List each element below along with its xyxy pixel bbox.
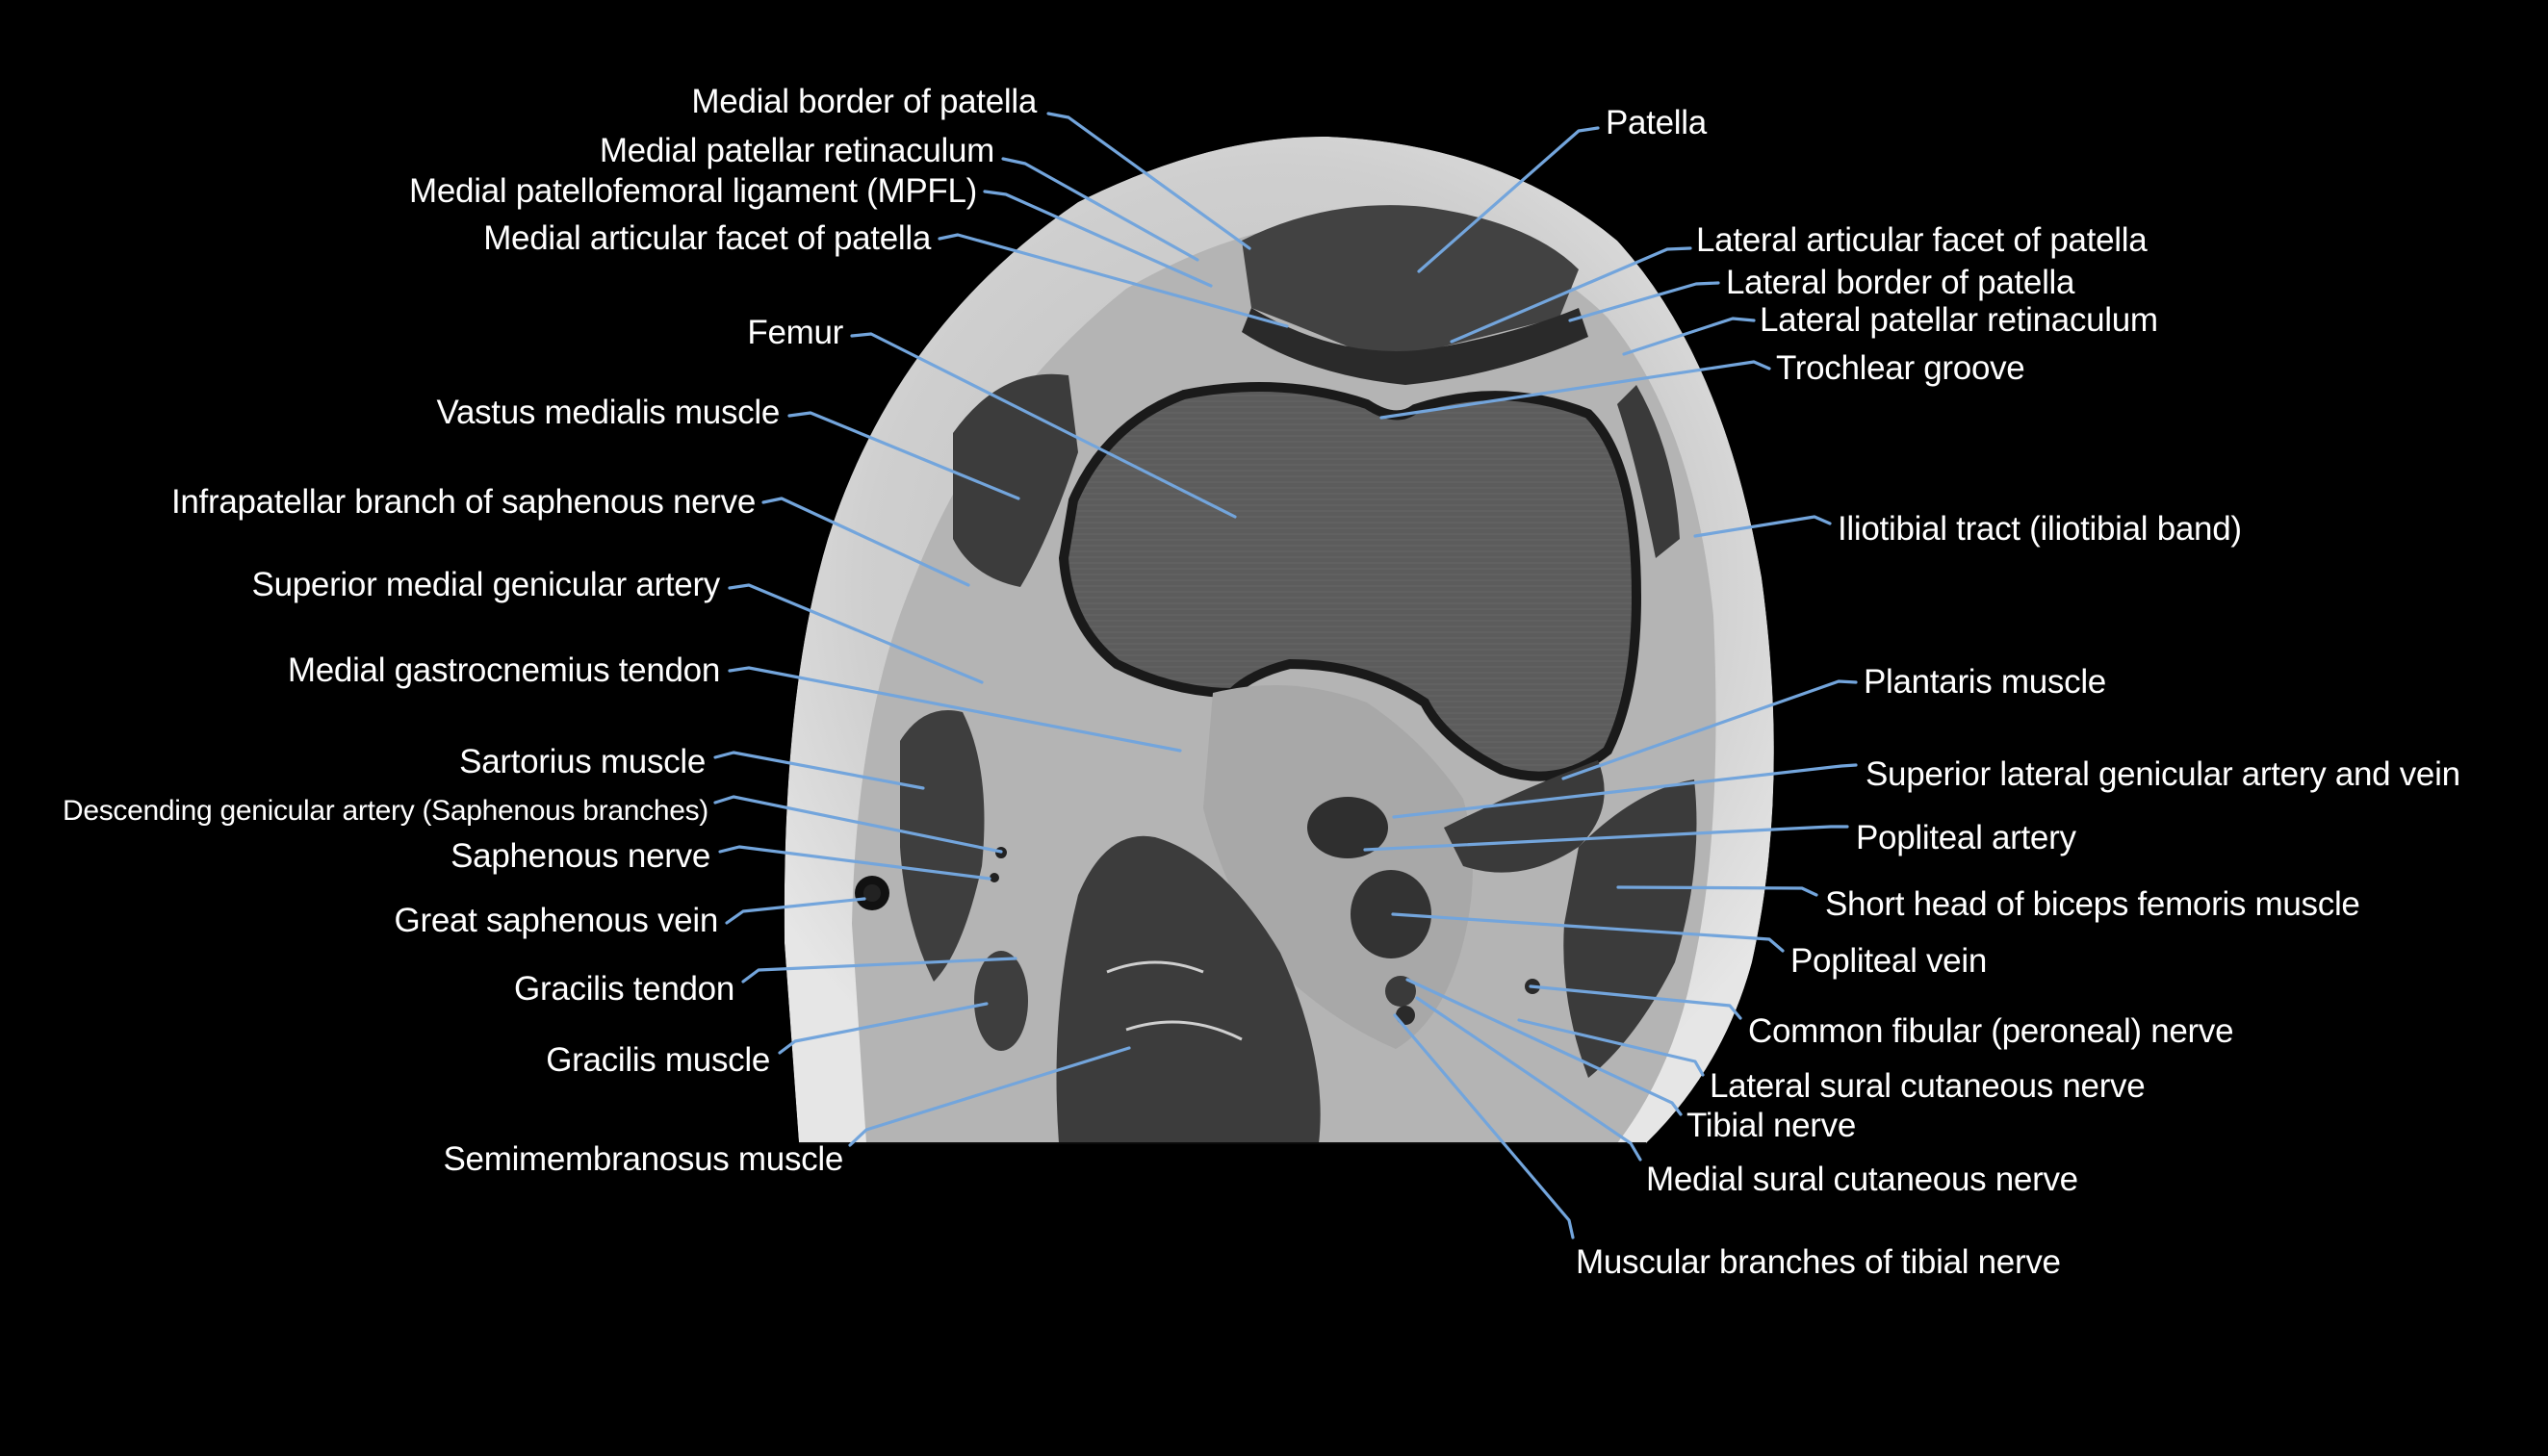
leader-line-mpfl [983,190,1213,288]
leader-line-infrapatellar-branch-of-saphenous-nerve [761,497,970,587]
label-semimembranosus-muscle: Semimembranosus muscle [443,1140,844,1178]
label-medial-sural-cutaneous-nerve: Medial sural cutaneous nerve [1646,1161,2078,1198]
label-superior-lateral-genicular-artery-and-vein: Superior lateral genicular artery and ve… [1866,755,2460,793]
leader-line-lateral-articular-facet-of-patella [1450,246,1692,344]
leader-line-lateral-sural-cutaneous-nerve [1517,1018,1705,1077]
leader-line-gracilis-tendon [741,957,1017,983]
label-lateral-patellar-retinaculum: Lateral patellar retinaculum [1760,301,2158,339]
leader-line-saphenous-nerve [718,845,991,881]
leader-line-popliteal-vein [1391,912,1785,953]
label-short-head-of-biceps-femoris-muscle: Short head of biceps femoris muscle [1825,885,2360,923]
leader-line-medial-articular-facet-of-patella [938,233,1289,328]
label-muscular-branches-of-tibial-nerve: Muscular branches of tibial nerve [1576,1243,2061,1281]
leader-line-semimembranosus-muscle [848,1046,1131,1147]
leader-lines [713,112,1858,1239]
leader-line-muscular-branches-of-tibial-nerve [1393,1013,1575,1239]
leader-line-sartorius-muscle [713,751,925,790]
label-medial-articular-facet-of-patella: Medial articular facet of patella [483,219,931,257]
leader-line-superior-lateral-genicular-artery-and-vein [1392,763,1858,819]
label-lateral-sural-cutaneous-nerve: Lateral sural cutaneous nerve [1710,1067,2146,1105]
label-saphenous-nerve: Saphenous nerve [450,837,710,875]
leader-line-gracilis-muscle [778,1002,989,1055]
leader-line-lateral-patellar-retinaculum [1622,317,1756,356]
leader-line-medial-border-of-patella [1046,112,1251,250]
leader-line-iliotibial-tract [1693,515,1832,538]
leader-line-femur [850,332,1237,519]
label-popliteal-artery: Popliteal artery [1856,819,2076,856]
label-gracilis-muscle: Gracilis muscle [546,1041,770,1079]
label-plantaris-muscle: Plantaris muscle [1864,663,2106,701]
label-gracilis-tendon: Gracilis tendon [514,970,734,1008]
leader-line-short-head-of-biceps-femoris-muscle [1616,885,1818,897]
leader-line-lateral-border-of-patella [1568,281,1720,322]
label-great-saphenous-vein: Great saphenous vein [394,902,719,939]
label-lateral-border-of-patella: Lateral border of patella [1726,264,2075,301]
leader-line-medial-patellar-retinaculum [1001,157,1199,262]
leader-line-plantaris-muscle [1561,679,1858,780]
label-superior-medial-genicular-artery: Superior medial genicular artery [251,566,721,603]
label-medial-gastrocnemius-tendon: Medial gastrocnemius tendon [287,651,720,689]
label-descending-genicular-artery: Descending genicular artery (Saphenous b… [62,795,708,827]
label-medial-border-of-patella: Medial border of patella [691,83,1037,120]
label-mpfl: Medial patellofemoral ligament (MPFL) [409,172,977,210]
leader-line-popliteal-artery [1363,825,1849,852]
label-iliotibial-tract: Iliotibial tract (iliotibial band) [1838,510,2242,548]
label-vastus-medialis-muscle: Vastus medialis muscle [436,394,781,431]
label-patella: Patella [1606,104,1707,141]
leader-line-descending-genicular-artery [713,795,1003,854]
leader-line-medial-sural-cutaneous-nerve [1415,996,1642,1162]
label-femur: Femur [747,314,843,351]
leader-line-superior-medial-genicular-artery [728,583,984,684]
label-lateral-articular-facet-of-patella: Lateral articular facet of patella [1696,221,2148,259]
leader-line-tibial-nerve [1405,978,1683,1116]
leader-line-vastus-medialis-muscle [787,411,1020,500]
leader-line-trochlear-groove [1379,360,1771,420]
label-popliteal-vein: Popliteal vein [1790,942,1987,980]
label-common-fibular-nerve: Common fibular (peroneal) nerve [1748,1012,2234,1050]
label-trochlear-groove: Trochlear groove [1776,349,2025,387]
label-tibial-nerve: Tibial nerve [1686,1107,1857,1144]
leader-line-medial-gastrocnemius-tendon [728,666,1182,753]
label-medial-patellar-retinaculum: Medial patellar retinaculum [599,132,994,169]
label-infrapatellar-branch-of-saphenous-nerve: Infrapatellar branch of saphenous nerve [170,483,756,521]
leader-line-common-fibular-nerve [1529,984,1742,1020]
leader-line-great-saphenous-vein [725,897,866,925]
leader-line-patella [1417,126,1600,273]
label-sartorius-muscle: Sartorius muscle [459,743,706,780]
mri-slice [784,136,1774,1143]
